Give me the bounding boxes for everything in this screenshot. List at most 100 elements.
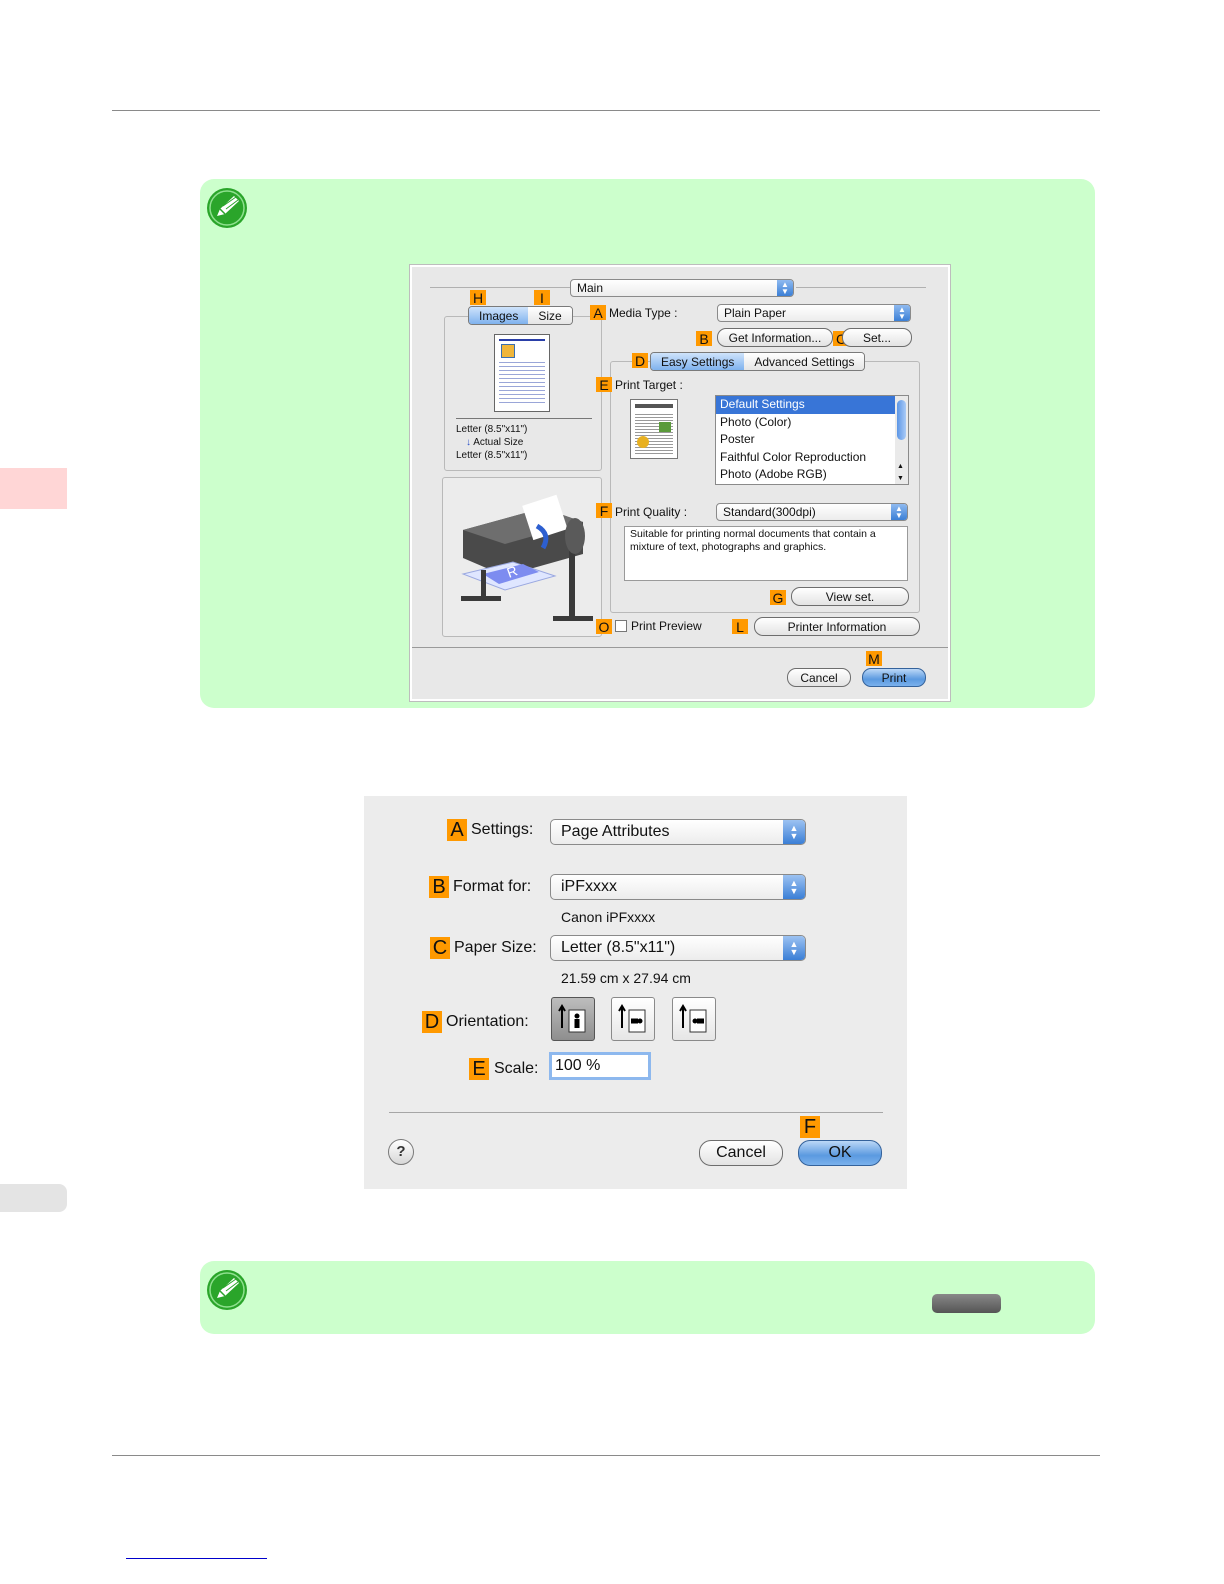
format-for-popup[interactable]: iPFxxxx ▲▼ — [550, 874, 806, 900]
tab-size[interactable]: Size — [528, 307, 572, 324]
set-button[interactable]: Set... — [842, 328, 912, 347]
landscape-orientation-icon — [618, 1004, 646, 1033]
paper-info-source: Letter (8.5"x11") — [456, 424, 528, 435]
settings-label: Settings: — [471, 821, 534, 838]
preview-divider — [456, 418, 592, 419]
list-item[interactable]: Poster — [720, 432, 755, 446]
marker-m: M — [866, 651, 882, 666]
marker-d: D — [632, 353, 648, 368]
popup-arrows-icon: ▲▼ — [777, 280, 793, 296]
marker-b: B — [696, 331, 712, 346]
printer-illustration-icon: R — [461, 494, 593, 621]
media-type-popup[interactable]: Plain Paper ▲▼ — [717, 304, 911, 322]
paper-info-output: Letter (8.5"x11") — [456, 450, 528, 461]
print-quality-value: Standard(300dpi) — [723, 505, 816, 519]
popup-arrows-icon: ▲▼ — [891, 504, 907, 520]
panel-popup-label: Main — [577, 281, 604, 295]
print-preview-checkbox[interactable] — [615, 620, 627, 632]
popup-arrows-icon: ▲▼ — [783, 936, 805, 960]
marker-f: F — [596, 503, 612, 518]
paper-size-dimensions: 21.59 cm x 27.94 cm — [561, 970, 691, 986]
tab-advanced-settings[interactable]: Advanced Settings — [744, 353, 865, 370]
reference-link-button[interactable] — [932, 1294, 1001, 1313]
reverse-landscape-orientation-icon — [679, 1004, 707, 1033]
print-preview-label: Print Preview — [631, 619, 702, 633]
scale-input[interactable]: 100 % — [549, 1052, 651, 1080]
print-quality-popup[interactable]: Standard(300dpi) ▲▼ — [716, 503, 908, 521]
paper-info: Letter (8.5"x11") ↓ Actual Size Letter (… — [456, 423, 527, 462]
marker-h: H — [470, 290, 486, 305]
dialog-top-line-right — [796, 287, 926, 288]
print-dialog: Main ▲▼ H I Images Size Letter (8.5"x11"… — [410, 265, 950, 701]
scale-value: 100 % — [555, 1057, 601, 1074]
popup-arrows-icon: ▲▼ — [894, 305, 910, 321]
scroll-down-icon[interactable]: ▼ — [897, 475, 904, 482]
footer-link-underline[interactable] — [126, 1558, 267, 1559]
preview-tabs: Images Size — [468, 306, 573, 325]
orientation-landscape-button[interactable] — [611, 997, 655, 1041]
marker-i: I — [534, 290, 550, 305]
note-pencil-icon — [207, 1270, 247, 1310]
header-rule — [112, 110, 1100, 111]
print-target-list[interactable]: Default Settings Photo (Color) Poster Fa… — [715, 395, 897, 485]
quality-description: Suitable for printing normal documents t… — [624, 526, 908, 581]
list-item[interactable]: Photo (Adobe RGB) — [720, 467, 827, 481]
list-item[interactable]: Faithful Color Reproduction — [720, 449, 867, 464]
media-type-label: Media Type : — [609, 306, 678, 320]
marker-l: L — [732, 619, 748, 634]
list-item[interactable]: Photo (Color) — [720, 414, 792, 429]
settings-value: Page Attributes — [561, 823, 670, 840]
marker-o: O — [596, 619, 612, 634]
settings-popup[interactable]: Page Attributes ▲▼ — [550, 819, 806, 845]
print-target-thumbnail — [630, 399, 678, 459]
printer-image-frame: R — [442, 477, 602, 637]
print-button[interactable]: Print — [862, 668, 926, 687]
marker-g: G — [770, 590, 786, 605]
format-for-label: Format for: — [453, 878, 532, 895]
dialog-top-line-left — [430, 287, 570, 288]
chapter-side-tab[interactable] — [0, 468, 67, 509]
media-type-value: Plain Paper — [724, 306, 787, 320]
arrow-down-icon: ↓ — [466, 437, 471, 448]
marker-e: E — [596, 377, 612, 392]
marker-c: C — [430, 937, 450, 959]
marker-f: F — [800, 1116, 820, 1138]
print-quality-label: Print Quality : — [615, 505, 688, 519]
print-target-scrollbar[interactable]: ▲ ▼ — [895, 395, 909, 485]
orientation-label: Orientation: — [446, 1013, 529, 1030]
marker-a: A — [590, 305, 606, 320]
tab-images[interactable]: Images — [469, 307, 529, 324]
popup-arrows-icon: ▲▼ — [783, 875, 805, 899]
print-target-label: Print Target : — [615, 378, 683, 392]
paper-info-scale: Actual Size — [473, 437, 524, 448]
help-icon[interactable]: ? — [388, 1139, 414, 1165]
marker-a: A — [447, 819, 467, 841]
note-box-bottom — [200, 1261, 1095, 1334]
scroll-up-icon[interactable]: ▲ — [897, 463, 904, 470]
popup-arrows-icon: ▲▼ — [783, 820, 805, 844]
view-set-button[interactable]: View set. — [791, 587, 909, 606]
panel-popup[interactable]: Main ▲▼ — [570, 279, 794, 297]
tab-easy-settings[interactable]: Easy Settings — [651, 353, 745, 370]
orientation-portrait-button[interactable] — [551, 997, 595, 1041]
marker-b: B — [429, 876, 449, 898]
paper-size-value: Letter (8.5"x11") — [561, 939, 676, 956]
marker-e: E — [469, 1058, 489, 1080]
index-side-tab[interactable] — [0, 1184, 67, 1212]
dialog-bottom-divider — [412, 647, 948, 648]
paper-info-scale-row: ↓ Actual Size — [456, 436, 527, 449]
note-pencil-icon — [207, 188, 247, 228]
footer-rule — [112, 1455, 1100, 1456]
list-item[interactable]: Default Settings — [716, 396, 896, 414]
printer-information-button[interactable]: Printer Information — [754, 617, 920, 636]
ok-button[interactable]: OK — [798, 1140, 882, 1166]
cancel-button[interactable]: Cancel — [699, 1140, 783, 1166]
scale-label: Scale: — [494, 1060, 539, 1077]
marker-d: D — [422, 1011, 442, 1033]
orientation-reverse-landscape-button[interactable] — [672, 997, 716, 1041]
format-for-value: iPFxxxx — [561, 878, 617, 895]
paper-size-popup[interactable]: Letter (8.5"x11") ▲▼ — [550, 935, 806, 961]
page-setup-dialog: A Settings: Page Attributes ▲▼ B Format … — [364, 796, 907, 1189]
cancel-button[interactable]: Cancel — [787, 668, 851, 687]
get-information-button[interactable]: Get Information... — [717, 328, 833, 347]
